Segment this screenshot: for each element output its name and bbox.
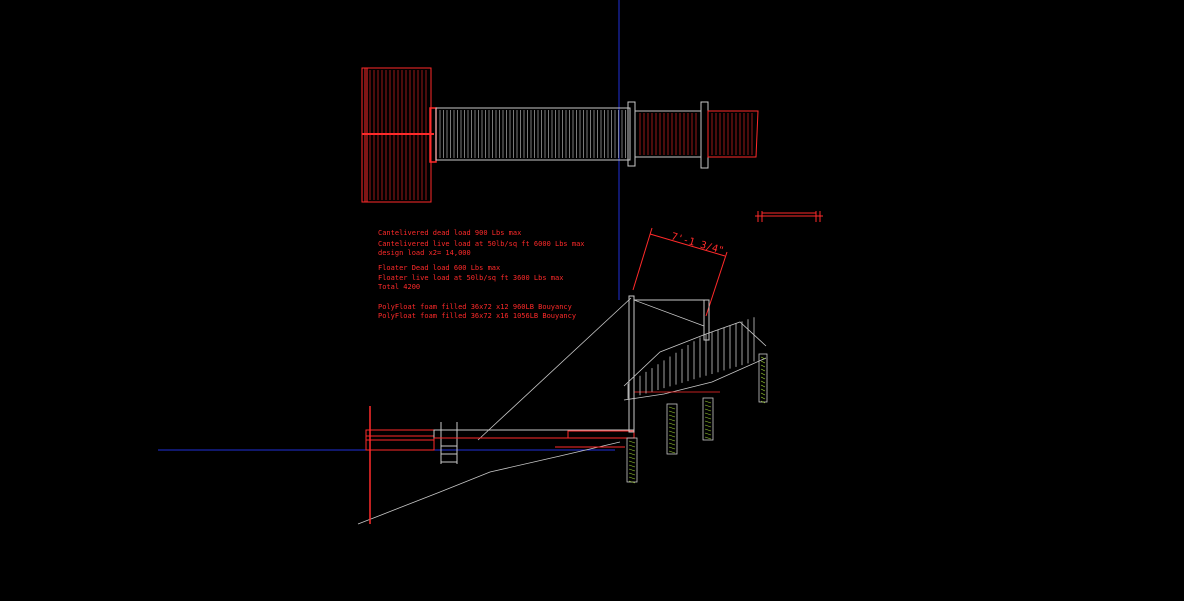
ground-profile — [357, 441, 621, 525]
footing-hatch-line — [668, 410, 676, 414]
gangway-elevation — [433, 429, 635, 448]
post-plan-1 — [627, 101, 636, 167]
floater-plan — [361, 67, 434, 203]
elevation-view — [357, 295, 768, 525]
note-cantilever-dead: Cantelivered dead load 900 Lbs max — [378, 229, 521, 237]
note-floater-live: Floater live load at 50lb/sq ft 3600 Lbs… — [378, 274, 563, 282]
footing-hatch-line — [668, 418, 676, 422]
footing-hatch-line — [704, 412, 712, 416]
footing-hatch-line — [628, 444, 636, 448]
footing-hatch-line — [628, 476, 636, 480]
load-notes: Cantelivered dead load 900 Lbs max Cante… — [378, 229, 585, 320]
plan-view — [361, 67, 759, 203]
post-plan-2 — [700, 101, 709, 169]
note-polyfloat-12: PolyFloat foam filled 36x72 x12 960LB Bo… — [378, 303, 572, 311]
footing-hatch-line — [760, 356, 766, 360]
footing-hatch-line — [668, 406, 676, 410]
gangway-plan — [435, 107, 631, 161]
footing-hatch-line — [668, 430, 676, 434]
note-polyfloat-16: PolyFloat foam filled 36x72 x16 1056LB B… — [378, 312, 576, 320]
footing-hatch-line — [704, 436, 712, 440]
footing-hatch-line — [628, 440, 636, 444]
footing-hatch-line — [704, 424, 712, 428]
footing-hatch-line — [760, 384, 766, 388]
section-detail — [755, 211, 823, 222]
footing-hatch-line — [668, 414, 676, 418]
dimension-annotation: 7'-1 3/4" — [632, 227, 728, 317]
note-floater-dead: Floater Dead load 600 Lbs max — [378, 264, 500, 272]
footing-hatch-line — [760, 380, 766, 384]
footing-hatch-line — [760, 372, 766, 376]
note-cantilever-live: Cantelivered live load at 50lb/sq ft 600… — [378, 240, 585, 248]
footing-hatch-line — [704, 404, 712, 408]
footings — [626, 353, 768, 483]
footing-hatch-line — [760, 364, 766, 368]
footing-hatch-line — [628, 468, 636, 472]
tower-elevation — [628, 295, 710, 433]
footing-hatch-line — [704, 428, 712, 432]
footing-hatch-line — [760, 388, 766, 392]
footing-hatch-line — [668, 446, 676, 450]
footing-hatch-line — [760, 368, 766, 372]
footing-hatch-line — [628, 448, 636, 452]
footing-hatch-line — [704, 408, 712, 412]
footing-hatch-line — [628, 472, 636, 476]
footing-hatch-line — [760, 400, 766, 404]
footing-hatch-line — [668, 434, 676, 438]
footing-hatch-line — [760, 376, 766, 380]
dimension-label: 7'-1 3/4" — [670, 231, 725, 257]
footing-hatch-line — [704, 400, 712, 404]
footing-hatch-line — [704, 420, 712, 424]
footing-hatch-line — [760, 396, 766, 400]
footing-hatch-line — [668, 438, 676, 442]
note-total: Total 4200 — [378, 283, 420, 291]
footing-hatch-line — [668, 426, 676, 430]
footing-hatch-line — [704, 416, 712, 420]
stair-elevation — [623, 317, 767, 401]
footing-hatch-line — [628, 460, 636, 464]
note-design-load: design load x2= 14,000 — [378, 249, 471, 257]
footing-hatch-line — [628, 480, 636, 484]
landing-plan — [634, 110, 702, 158]
footing-hatch-line — [760, 392, 766, 396]
footing-hatch — [628, 356, 766, 484]
ladder-elevation — [440, 422, 458, 464]
floater-elevation — [365, 406, 435, 524]
footing-hatch-line — [668, 450, 676, 454]
stair-plan — [707, 110, 759, 158]
footing-hatch-line — [668, 442, 676, 446]
footing-hatch-line — [704, 432, 712, 436]
footing-hatch-line — [628, 456, 636, 460]
footing-hatch-line — [628, 452, 636, 456]
footing-hatch-line — [628, 464, 636, 468]
footing-hatch-line — [760, 360, 766, 364]
footing-hatch-line — [668, 422, 676, 426]
